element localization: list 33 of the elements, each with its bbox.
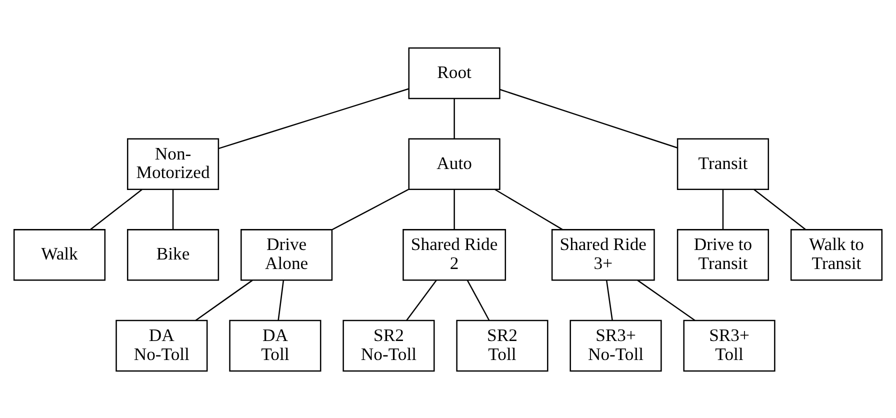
- node-box: SR2 Toll: [456, 319, 548, 372]
- node-box: DA No-Toll: [116, 319, 208, 372]
- connector: [172, 188, 174, 230]
- connector: [332, 188, 409, 230]
- node-box: Shared Ride 2: [402, 228, 506, 280]
- node-box: SR3+ Toll: [683, 319, 776, 372]
- connector: [195, 279, 253, 320]
- node-box: Non- Motorized: [126, 138, 220, 190]
- connector: [454, 188, 455, 230]
- node-box: Auto: [408, 138, 500, 190]
- connector: [637, 279, 696, 320]
- connector: [454, 98, 455, 138]
- connector: [500, 88, 678, 148]
- connector: [466, 280, 490, 320]
- node-box: SR2 No-Toll: [342, 319, 435, 372]
- node-box: Bike: [126, 228, 220, 280]
- connector: [494, 188, 563, 230]
- node-box: Shared Ride 3+: [551, 228, 655, 280]
- node-box: Walk: [13, 228, 106, 280]
- connector: [218, 88, 409, 149]
- node-box: DA Toll: [229, 319, 322, 372]
- connector: [722, 188, 724, 230]
- connector: [754, 188, 806, 230]
- connector: [406, 279, 437, 320]
- node-box: Walk to Transit: [790, 228, 883, 280]
- node-box: Root: [408, 46, 500, 99]
- node-box: SR3+ No-Toll: [570, 319, 662, 372]
- node-box: Drive to Transit: [676, 228, 770, 280]
- node-box: Transit: [676, 138, 770, 190]
- connector: [90, 188, 142, 230]
- connector: [606, 280, 613, 320]
- connector: [278, 280, 284, 320]
- node-box: Drive Alone: [240, 228, 333, 280]
